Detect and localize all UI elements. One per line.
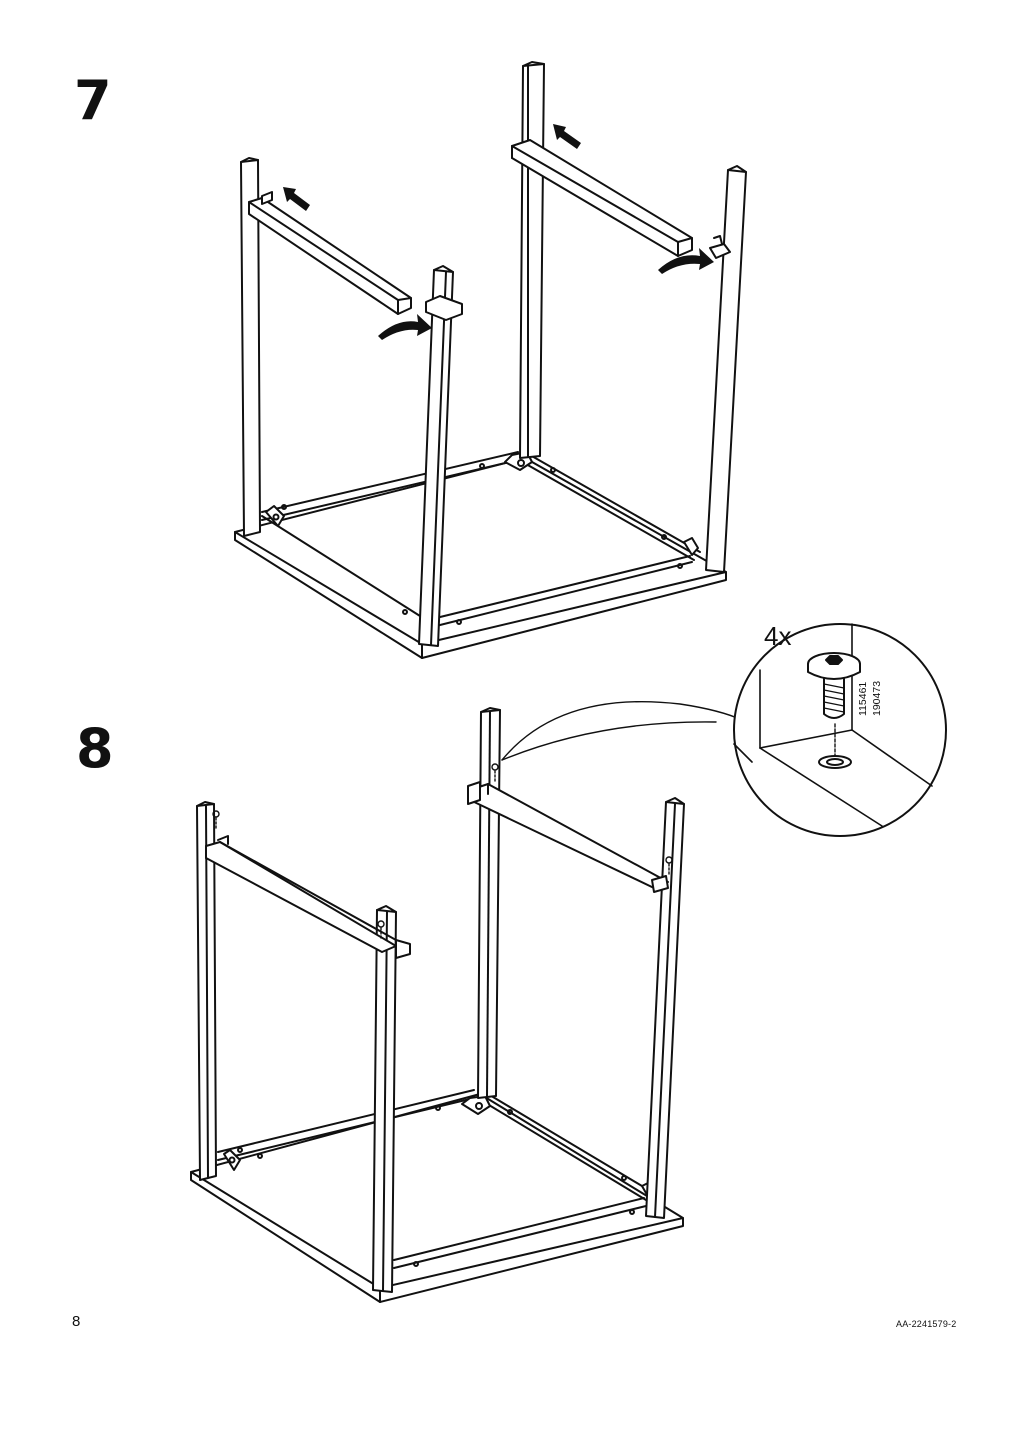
table-top: [190, 1093, 684, 1303]
step-8-number: 8: [76, 717, 114, 780]
step-7-illustration: [234, 61, 747, 659]
table-top: [234, 457, 727, 659]
callout-leader-tail: [501, 721, 717, 761]
page-number: 8: [72, 1313, 81, 1330]
screws: [212, 763, 673, 941]
crossbars: [205, 781, 669, 959]
document-code: AA-2241579-2: [896, 1319, 957, 1329]
callout-leader: [501, 701, 743, 761]
screw-icon: [807, 652, 861, 719]
callout-quantity: 4x: [764, 621, 791, 651]
table-legs: [240, 61, 747, 647]
step-7-number: 7: [74, 69, 112, 132]
screw-detail-callout: [733, 623, 947, 837]
crossbars: [248, 139, 731, 321]
table-legs: [196, 707, 685, 1293]
step-8-illustration: [190, 701, 743, 1303]
article-number-2: 190473: [871, 681, 883, 716]
movement-arrows: [283, 124, 714, 340]
article-number-1: 115461: [857, 682, 869, 716]
